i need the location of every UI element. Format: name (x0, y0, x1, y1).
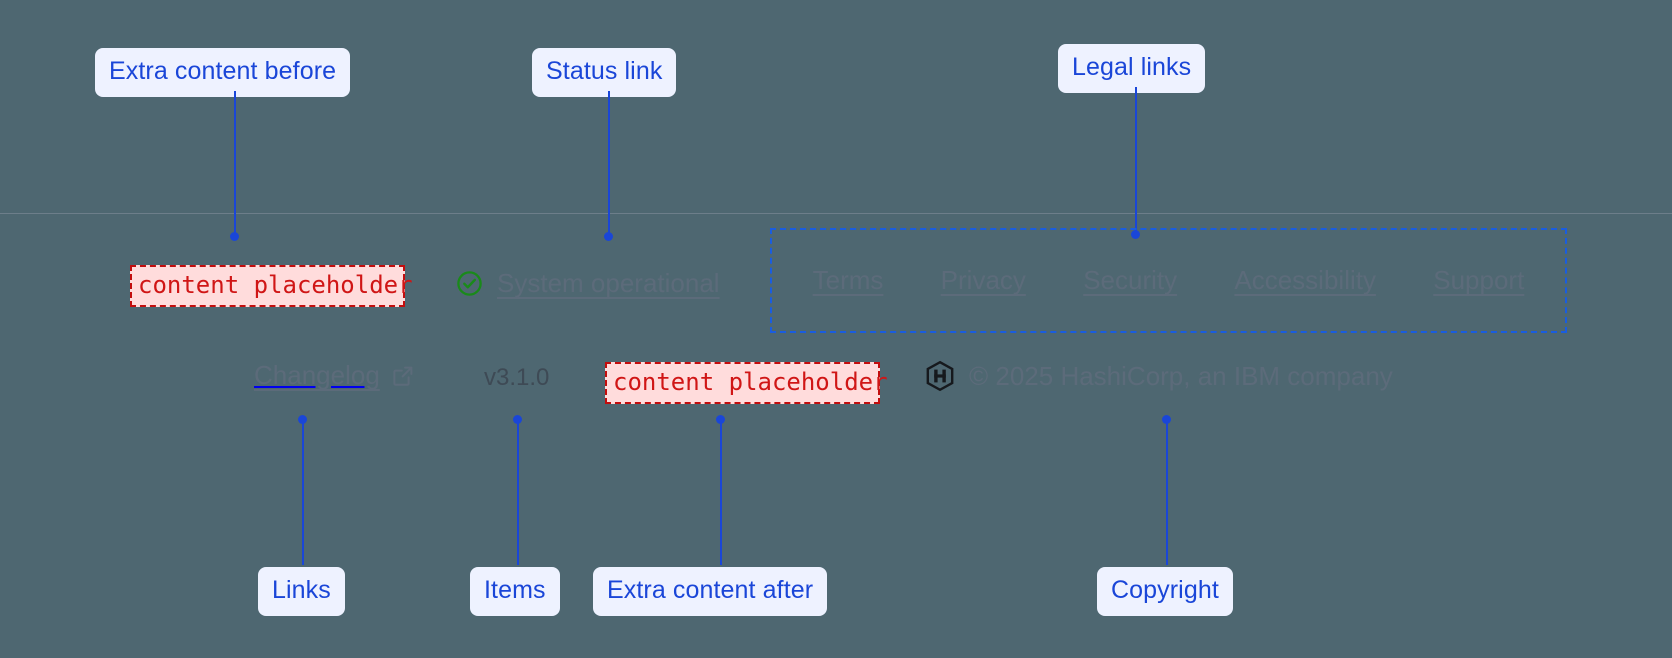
changelog-label: Changelog (254, 360, 380, 390)
callout-items: Items (470, 567, 560, 616)
legal-links-highlight-box (770, 228, 1567, 333)
status-link-label: System operational (497, 268, 720, 298)
hashicorp-logo-icon (925, 360, 955, 392)
legal-link-security[interactable]: Security (1083, 265, 1178, 295)
external-link-icon (391, 364, 415, 388)
legal-links-nav: Terms Privacy Security Accessibility Sup… (770, 228, 1567, 333)
connector-dot-status-link (604, 232, 613, 241)
connector-links (302, 419, 304, 565)
legal-link-support[interactable]: Support (1433, 265, 1525, 295)
legal-link-privacy[interactable]: Privacy (940, 265, 1026, 295)
callout-legal-links: Legal links (1058, 44, 1206, 93)
version-label: v3.1.0 (484, 364, 550, 391)
extra-content-after-placeholder: content placeholder (605, 362, 888, 405)
legal-link-accessibility[interactable]: Accessibility (1234, 265, 1376, 295)
connector-status-link (608, 91, 610, 239)
connector-extra-content-before (234, 91, 236, 239)
changelog-link[interactable]: Changelog (254, 360, 415, 391)
connector-dot-extra-content-before (230, 232, 239, 241)
callout-status-link: Status link (532, 48, 677, 97)
copyright-text: © 2025 HashiCorp, an IBM company (969, 360, 1393, 391)
callout-extra-content-before: Extra content before (95, 48, 351, 97)
legal-link-terms[interactable]: Terms (812, 265, 884, 295)
circle-check-icon (455, 269, 484, 298)
copyright-block: © 2025 HashiCorp, an IBM company (925, 360, 1393, 392)
connector-dot-legal-links (1131, 230, 1140, 239)
extra-content-before-placeholder: content placeholder (130, 265, 413, 308)
connector-copyright (1166, 419, 1168, 565)
callout-links: Links (258, 567, 345, 616)
connector-legal-links (1135, 87, 1137, 233)
connector-items (517, 419, 519, 565)
footer-top-divider (0, 213, 1672, 214)
callout-copyright: Copyright (1097, 567, 1233, 616)
callout-extra-content-after: Extra content after (593, 567, 828, 616)
connector-extra-content-after (720, 419, 722, 565)
status-link[interactable]: System operational (455, 268, 720, 299)
